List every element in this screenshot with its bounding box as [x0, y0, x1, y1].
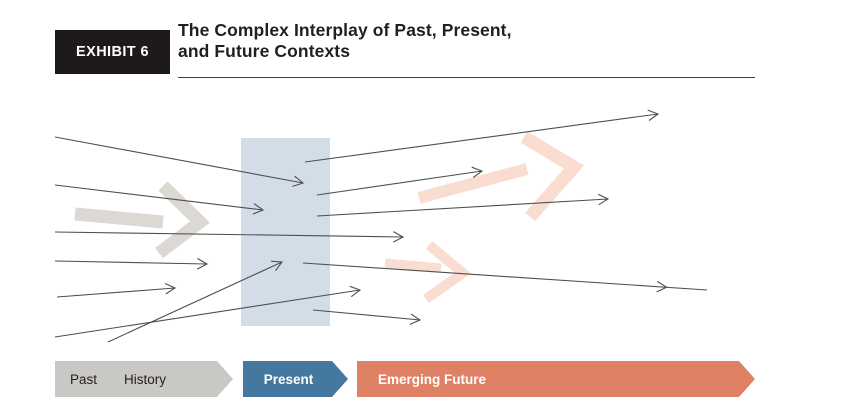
context-arrow-6	[107, 261, 283, 343]
context-arrow-2-head	[252, 203, 265, 215]
timeline-label-emerging-future: Emerging Future	[378, 371, 487, 387]
past-momentum-arrow-shaft	[74, 207, 164, 229]
context-arrow-12-head	[409, 313, 422, 325]
timeline-label-past: Past	[70, 371, 98, 387]
timeline-segment-present: Present	[243, 361, 348, 397]
future-momentum-arrow-small-shaft	[384, 258, 442, 273]
context-arrow-4	[54, 260, 208, 265]
context-arrow-8	[304, 113, 659, 163]
context-arrow-1	[54, 136, 304, 184]
figure-title-line1: The Complex Interplay of Past, Present,	[178, 20, 512, 40]
context-arrow-10	[316, 198, 609, 217]
timeline-label-present: Present	[263, 371, 314, 387]
present-band	[241, 138, 330, 326]
context-arrow-5-head	[164, 282, 177, 295]
context-arrow-9	[316, 170, 483, 196]
context-arrow-11	[302, 262, 708, 291]
timeline-segment-past: Past History	[55, 361, 233, 397]
context-arrow-4-head	[196, 258, 209, 270]
exhibit-badge: EXHIBIT 6	[55, 30, 170, 74]
context-arrow-12	[312, 309, 421, 321]
context-arrow-3-head	[393, 231, 405, 243]
figure-title: The Complex Interplay of Past, Present, …	[178, 20, 512, 62]
timeline-segment-future: Emerging Future	[357, 361, 755, 397]
context-arrow-3	[54, 231, 404, 238]
future-momentum-arrow-small-head	[423, 241, 472, 304]
title-divider	[178, 77, 755, 78]
future-momentum-arrow-large-head	[520, 131, 585, 222]
context-arrow-6-head	[270, 260, 284, 272]
context-arrow-5	[56, 287, 176, 298]
future-momentum-arrow-large-shaft	[417, 163, 529, 204]
context-arrow-1-head	[292, 175, 305, 187]
figure-title-line2: and Future Contexts	[178, 41, 351, 61]
context-arrow-7-head	[349, 285, 362, 298]
context-arrow-9-head	[471, 166, 484, 179]
context-arrow-7	[54, 289, 361, 338]
context-arrow-8-head	[647, 109, 660, 121]
context-arrow-10-head	[597, 193, 610, 206]
timeline-label-history: History	[124, 371, 167, 387]
context-arrow-2	[54, 184, 264, 211]
past-momentum-arrow-head	[155, 181, 210, 259]
context-arrow-11-head	[656, 280, 668, 293]
exhibit-badge-label: EXHIBIT 6	[76, 44, 149, 60]
